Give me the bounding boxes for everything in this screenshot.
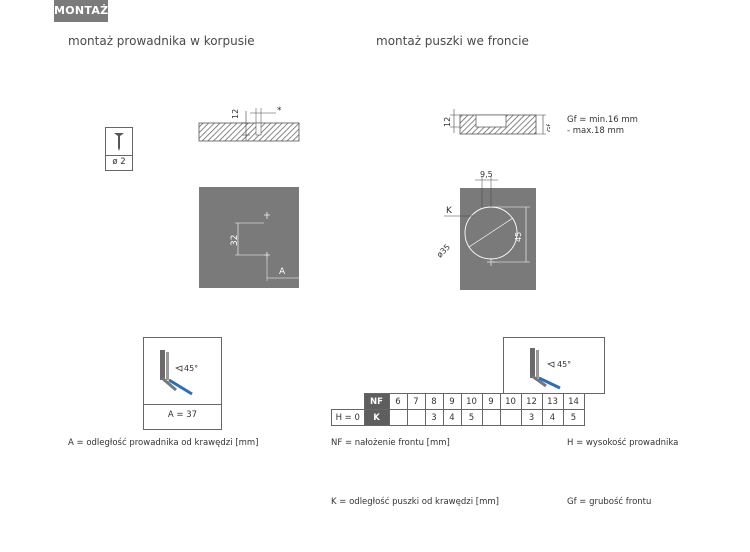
legend-k: K = odległość puszki od krawędzi [mm]	[331, 497, 499, 507]
table-cell: 9	[442, 393, 462, 410]
gf-max: - max.18 mm	[567, 126, 625, 136]
dim-12-label: 12	[231, 109, 240, 119]
section-tag: MONTAŻ	[54, 0, 108, 22]
left-angle-box: 45° A = 37	[143, 337, 222, 430]
table-cell: 9	[481, 393, 501, 410]
left-drawing: 12 * 32 A	[198, 106, 300, 288]
table-row: H = 0 K 3 4 5 3 4 5	[331, 409, 585, 426]
hinge-angle-icon: 45°	[160, 350, 198, 396]
hinge-angle-icon: 45°	[530, 348, 571, 390]
table-cell: 12	[520, 393, 543, 410]
table-cell: 7	[406, 393, 426, 410]
screw-diameter: ø 2	[112, 157, 126, 167]
screw-box: ø 2	[105, 127, 133, 171]
dim-45-label: 45	[514, 232, 523, 242]
table-cell	[406, 409, 426, 426]
right-title: montaż puszki we froncie	[376, 34, 529, 48]
legend-h: H = wysokość prowadnika	[567, 438, 679, 448]
table-cell: 4	[541, 409, 564, 426]
legend-nf: NF = nałożenie frontu [mm]	[331, 438, 450, 448]
table-cell: 3	[520, 409, 543, 426]
table-cell: 10	[460, 393, 483, 410]
dim-32-label: 32	[230, 235, 240, 246]
nf-k-table: NF 6 7 8 9 10 9 10 12 13 14 H = 0 K 3 4 …	[331, 393, 585, 426]
angle-label: 45°	[557, 360, 571, 369]
gf-range: Gf = min.16 mm - max.18 mm	[567, 115, 638, 137]
screw-icon	[114, 133, 124, 151]
dim-a-label: A	[279, 267, 286, 277]
right-drawing: 12 Gf 9,5 K ø35 45	[435, 109, 550, 290]
table-cell	[388, 409, 408, 426]
a-value: A = 37	[167, 410, 198, 420]
table-cell: 4	[442, 409, 462, 426]
table-cell: 8	[424, 393, 444, 410]
dim-35-label: ø35	[435, 242, 452, 259]
table-row: NF 6 7 8 9 10 9 10 12 13 14	[332, 393, 585, 410]
table-cell: 13	[541, 393, 564, 410]
left-title: montaż prowadnika w korpusie	[68, 34, 255, 48]
k-header: K	[363, 409, 390, 426]
h-label: H = 0	[331, 409, 365, 426]
table-cell: 5	[460, 409, 483, 426]
table-cell: 3	[424, 409, 444, 426]
nf-header: NF	[363, 393, 390, 410]
dim-12-label: 12	[443, 117, 452, 127]
table-cell: 6	[388, 393, 408, 410]
table-cell	[481, 409, 501, 426]
dim-gf-label: Gf	[546, 124, 550, 132]
right-angle-box: 45°	[503, 337, 605, 394]
dim-95-label: 9,5	[480, 170, 493, 179]
legend-a: A = odległość prowadnika od krawędzi [mm…	[68, 438, 259, 448]
table-cell: 14	[562, 393, 585, 410]
gf-min: Gf = min.16 mm	[567, 115, 638, 125]
table-cell: 10	[499, 393, 522, 410]
legend-gf: Gf = grubość frontu	[567, 497, 652, 507]
dim-star-label: *	[277, 106, 282, 116]
dim-k-label: K	[446, 206, 453, 216]
table-cell: 5	[562, 409, 585, 426]
angle-label: 45°	[184, 364, 198, 373]
table-cell	[499, 409, 522, 426]
